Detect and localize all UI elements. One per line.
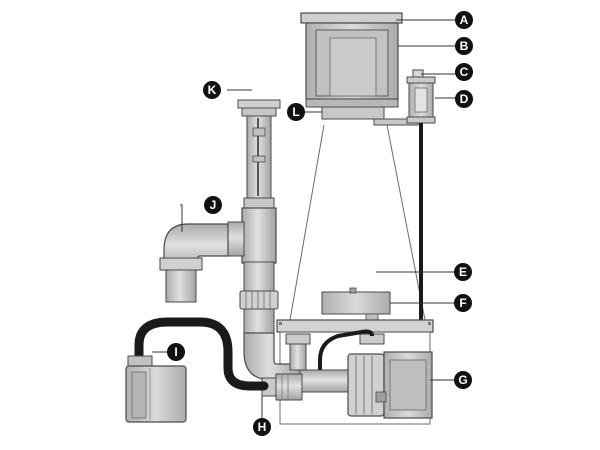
callouts: A B C D E F G H: [167, 11, 473, 436]
callout-c: C: [455, 63, 473, 81]
svg-text:B: B: [460, 39, 469, 53]
callout-d: D: [455, 90, 473, 108]
callout-g: G: [454, 371, 472, 389]
callout-j: J: [204, 196, 222, 214]
svg-text:F: F: [459, 296, 466, 310]
elbow-fitting: [159, 223, 229, 303]
cup-neck: [321, 106, 419, 126]
callout-a: A: [455, 11, 473, 29]
svg-text:K: K: [208, 83, 217, 97]
needle-wheel-pump: [299, 351, 433, 419]
callout-i: I: [167, 343, 185, 361]
svg-text:C: C: [460, 65, 469, 79]
svg-text:A: A: [460, 13, 469, 27]
callout-l: L: [287, 103, 305, 121]
feed-pump: [125, 355, 187, 423]
svg-text:E: E: [459, 265, 467, 279]
callout-e: E: [454, 263, 472, 281]
svg-text:G: G: [458, 373, 467, 387]
bubble-plate: [321, 287, 391, 321]
callout-f: F: [454, 294, 472, 312]
svg-text:I: I: [174, 345, 177, 359]
svg-text:J: J: [210, 198, 217, 212]
leader-lines: [152, 19, 456, 418]
pump-air-hose: [318, 329, 374, 378]
air-silencer: [406, 69, 436, 124]
feed-hose: [134, 317, 269, 391]
callout-h: H: [253, 418, 271, 436]
tee-fitting: [227, 207, 279, 334]
cone-body: [289, 124, 426, 321]
collection-cup: [300, 12, 403, 108]
outlet-pipe: [237, 99, 281, 209]
callout-k: K: [203, 81, 221, 99]
svg-text:L: L: [292, 105, 299, 119]
svg-text:H: H: [258, 420, 267, 434]
svg-text:D: D: [460, 92, 469, 106]
callout-b: B: [455, 37, 473, 55]
